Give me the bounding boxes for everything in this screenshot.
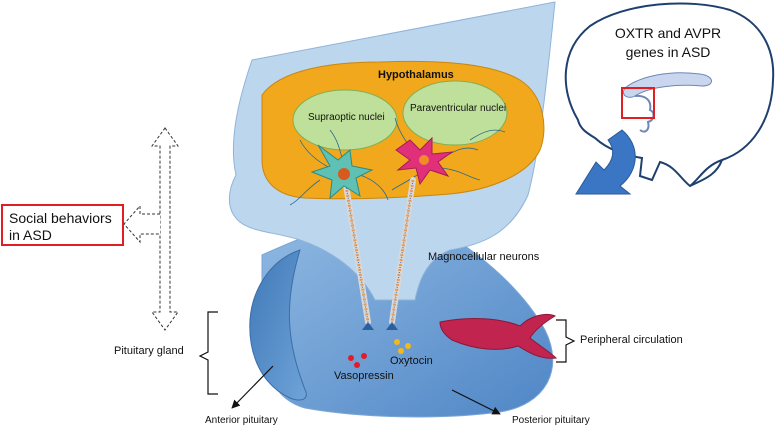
anterior-pituitary-lobe (249, 249, 307, 401)
peripheral-circulation-label: Peripheral circulation (580, 334, 683, 346)
vasopressin-granules (348, 353, 367, 368)
magnocellular-label: Magnocellular neurons (428, 251, 540, 263)
anterior-pituitary-arrow (231, 365, 274, 409)
oxytocin-granules (394, 339, 411, 354)
pituitary-gland-label: Pituitary gland (114, 345, 184, 357)
brain-hypothalamus-region (634, 94, 655, 133)
hypothalamus-label: Hypothalamus (378, 69, 454, 81)
social-behaviors-line2: in ASD (9, 227, 52, 243)
brain-title: OXTR and AVPR genes in ASD (612, 24, 724, 62)
posterior-pituitary-arrow (451, 389, 501, 415)
paraventricular-label: Paraventricular nuclei (410, 103, 507, 114)
brain-highlight-box (621, 87, 655, 119)
pituitary-gland-brace (198, 311, 218, 395)
oxytocin-label: Oxytocin (390, 355, 433, 367)
brain-title-line2: genes in ASD (625, 44, 711, 60)
supraoptic-terminal (362, 322, 374, 330)
anterior-pituitary-label: Anterior pituitary (205, 415, 278, 426)
supraoptic-label: Supraoptic nuclei (308, 112, 385, 123)
supraoptic-neuron (310, 144, 374, 200)
posterior-pituitary-label: Posterior pituitary (512, 415, 590, 426)
brain-title-line1: OXTR and AVPR (614, 25, 722, 41)
blood-vessel (439, 313, 558, 359)
curved-arrow-icon (575, 129, 636, 195)
paraventricular-neuron (395, 136, 454, 186)
paraventricular-nuclei (402, 80, 508, 146)
bidirectional-arrow (123, 127, 179, 331)
peripheral-circulation-brace (556, 319, 576, 363)
supraoptic-nuclei (292, 89, 398, 151)
paraventricular-terminal (386, 322, 398, 330)
vasopressin-label: Vasopressin (334, 370, 394, 382)
corpus-callosum (622, 72, 712, 98)
social-behaviors-box: Social behaviors in ASD (1, 204, 124, 246)
social-behaviors-line1: Social behaviors (9, 210, 112, 226)
